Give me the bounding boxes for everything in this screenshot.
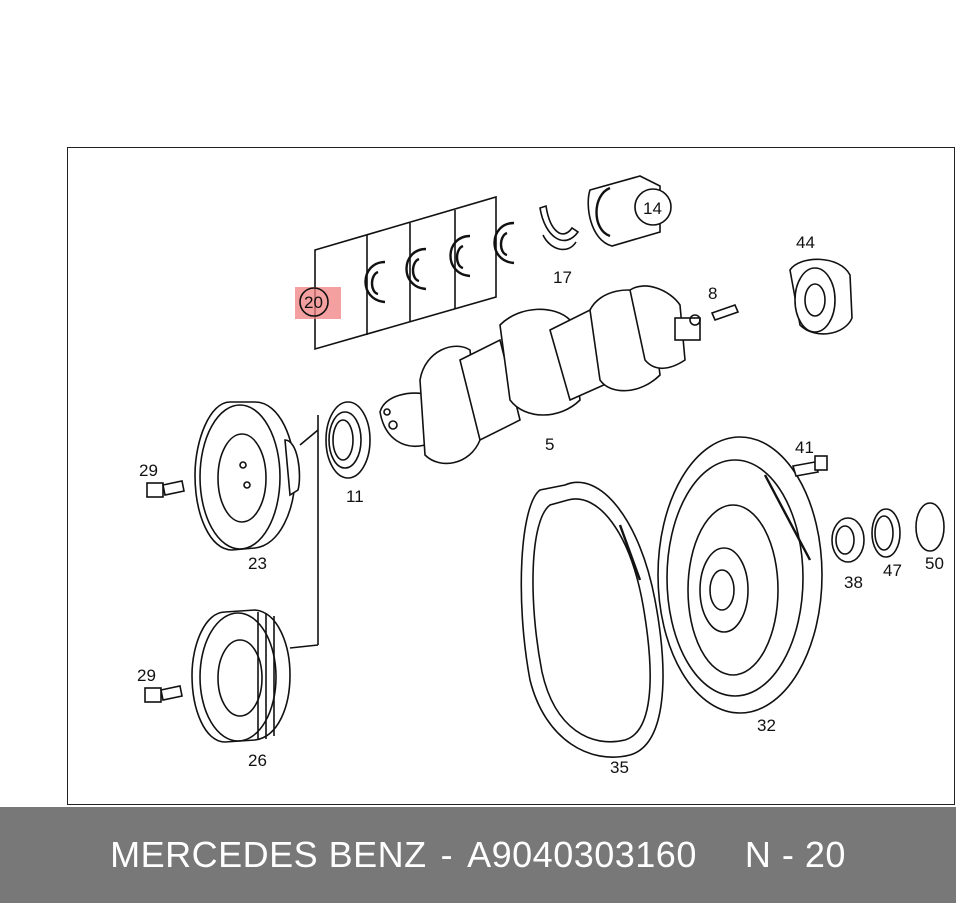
thrust-washer (539, 204, 580, 251)
spacer-ring (871, 508, 901, 558)
footer-separator: - (440, 834, 454, 875)
crankshaft (379, 285, 701, 465)
callout-26: 26 (248, 751, 267, 770)
callout-17: 17 (553, 268, 572, 287)
pilot-bearing (831, 517, 865, 563)
part-info-footer: MERCEDES BENZ - A9040303160 N - 20 (0, 807, 956, 903)
leader-lines (289, 415, 319, 649)
callout-reference: N - 20 (744, 834, 846, 875)
pulley-23 (194, 401, 301, 551)
callout-50: 50 (925, 554, 944, 573)
dowel-pin (710, 303, 740, 322)
callout-32: 32 (757, 716, 776, 735)
callout-38: 38 (844, 573, 863, 592)
callout-11: 11 (346, 487, 364, 506)
part-number: A9040303160 (467, 834, 697, 875)
circlip (915, 502, 945, 552)
bolt-41 (791, 455, 828, 477)
callout-20: 20 (304, 293, 323, 312)
flywheel (657, 436, 823, 714)
callout-35: 35 (610, 758, 629, 777)
callout-5: 5 (545, 435, 554, 454)
callout-41: 41 (795, 438, 814, 457)
crank-gear (789, 258, 853, 335)
bolt-29-lower (144, 685, 183, 703)
pulley-26 (191, 609, 291, 743)
bolt-29-upper (146, 480, 185, 498)
callout-labels: 14 17 44 8 20 5 41 11 29 23 38 47 50 29 … (137, 199, 944, 777)
callout-23: 23 (248, 554, 267, 573)
brand-name: MERCEDES BENZ (110, 834, 427, 875)
callout-44: 44 (796, 233, 815, 252)
ring-gear (520, 481, 664, 758)
main-bearing-14 (587, 175, 672, 247)
callout-29-lower: 29 (137, 666, 156, 685)
callout-14: 14 (643, 199, 662, 218)
callout-29-upper: 29 (139, 461, 158, 480)
callout-8: 8 (708, 284, 717, 303)
callout-47: 47 (883, 561, 902, 580)
crank-seal (325, 401, 371, 479)
bearing-shell-set (295, 195, 515, 351)
